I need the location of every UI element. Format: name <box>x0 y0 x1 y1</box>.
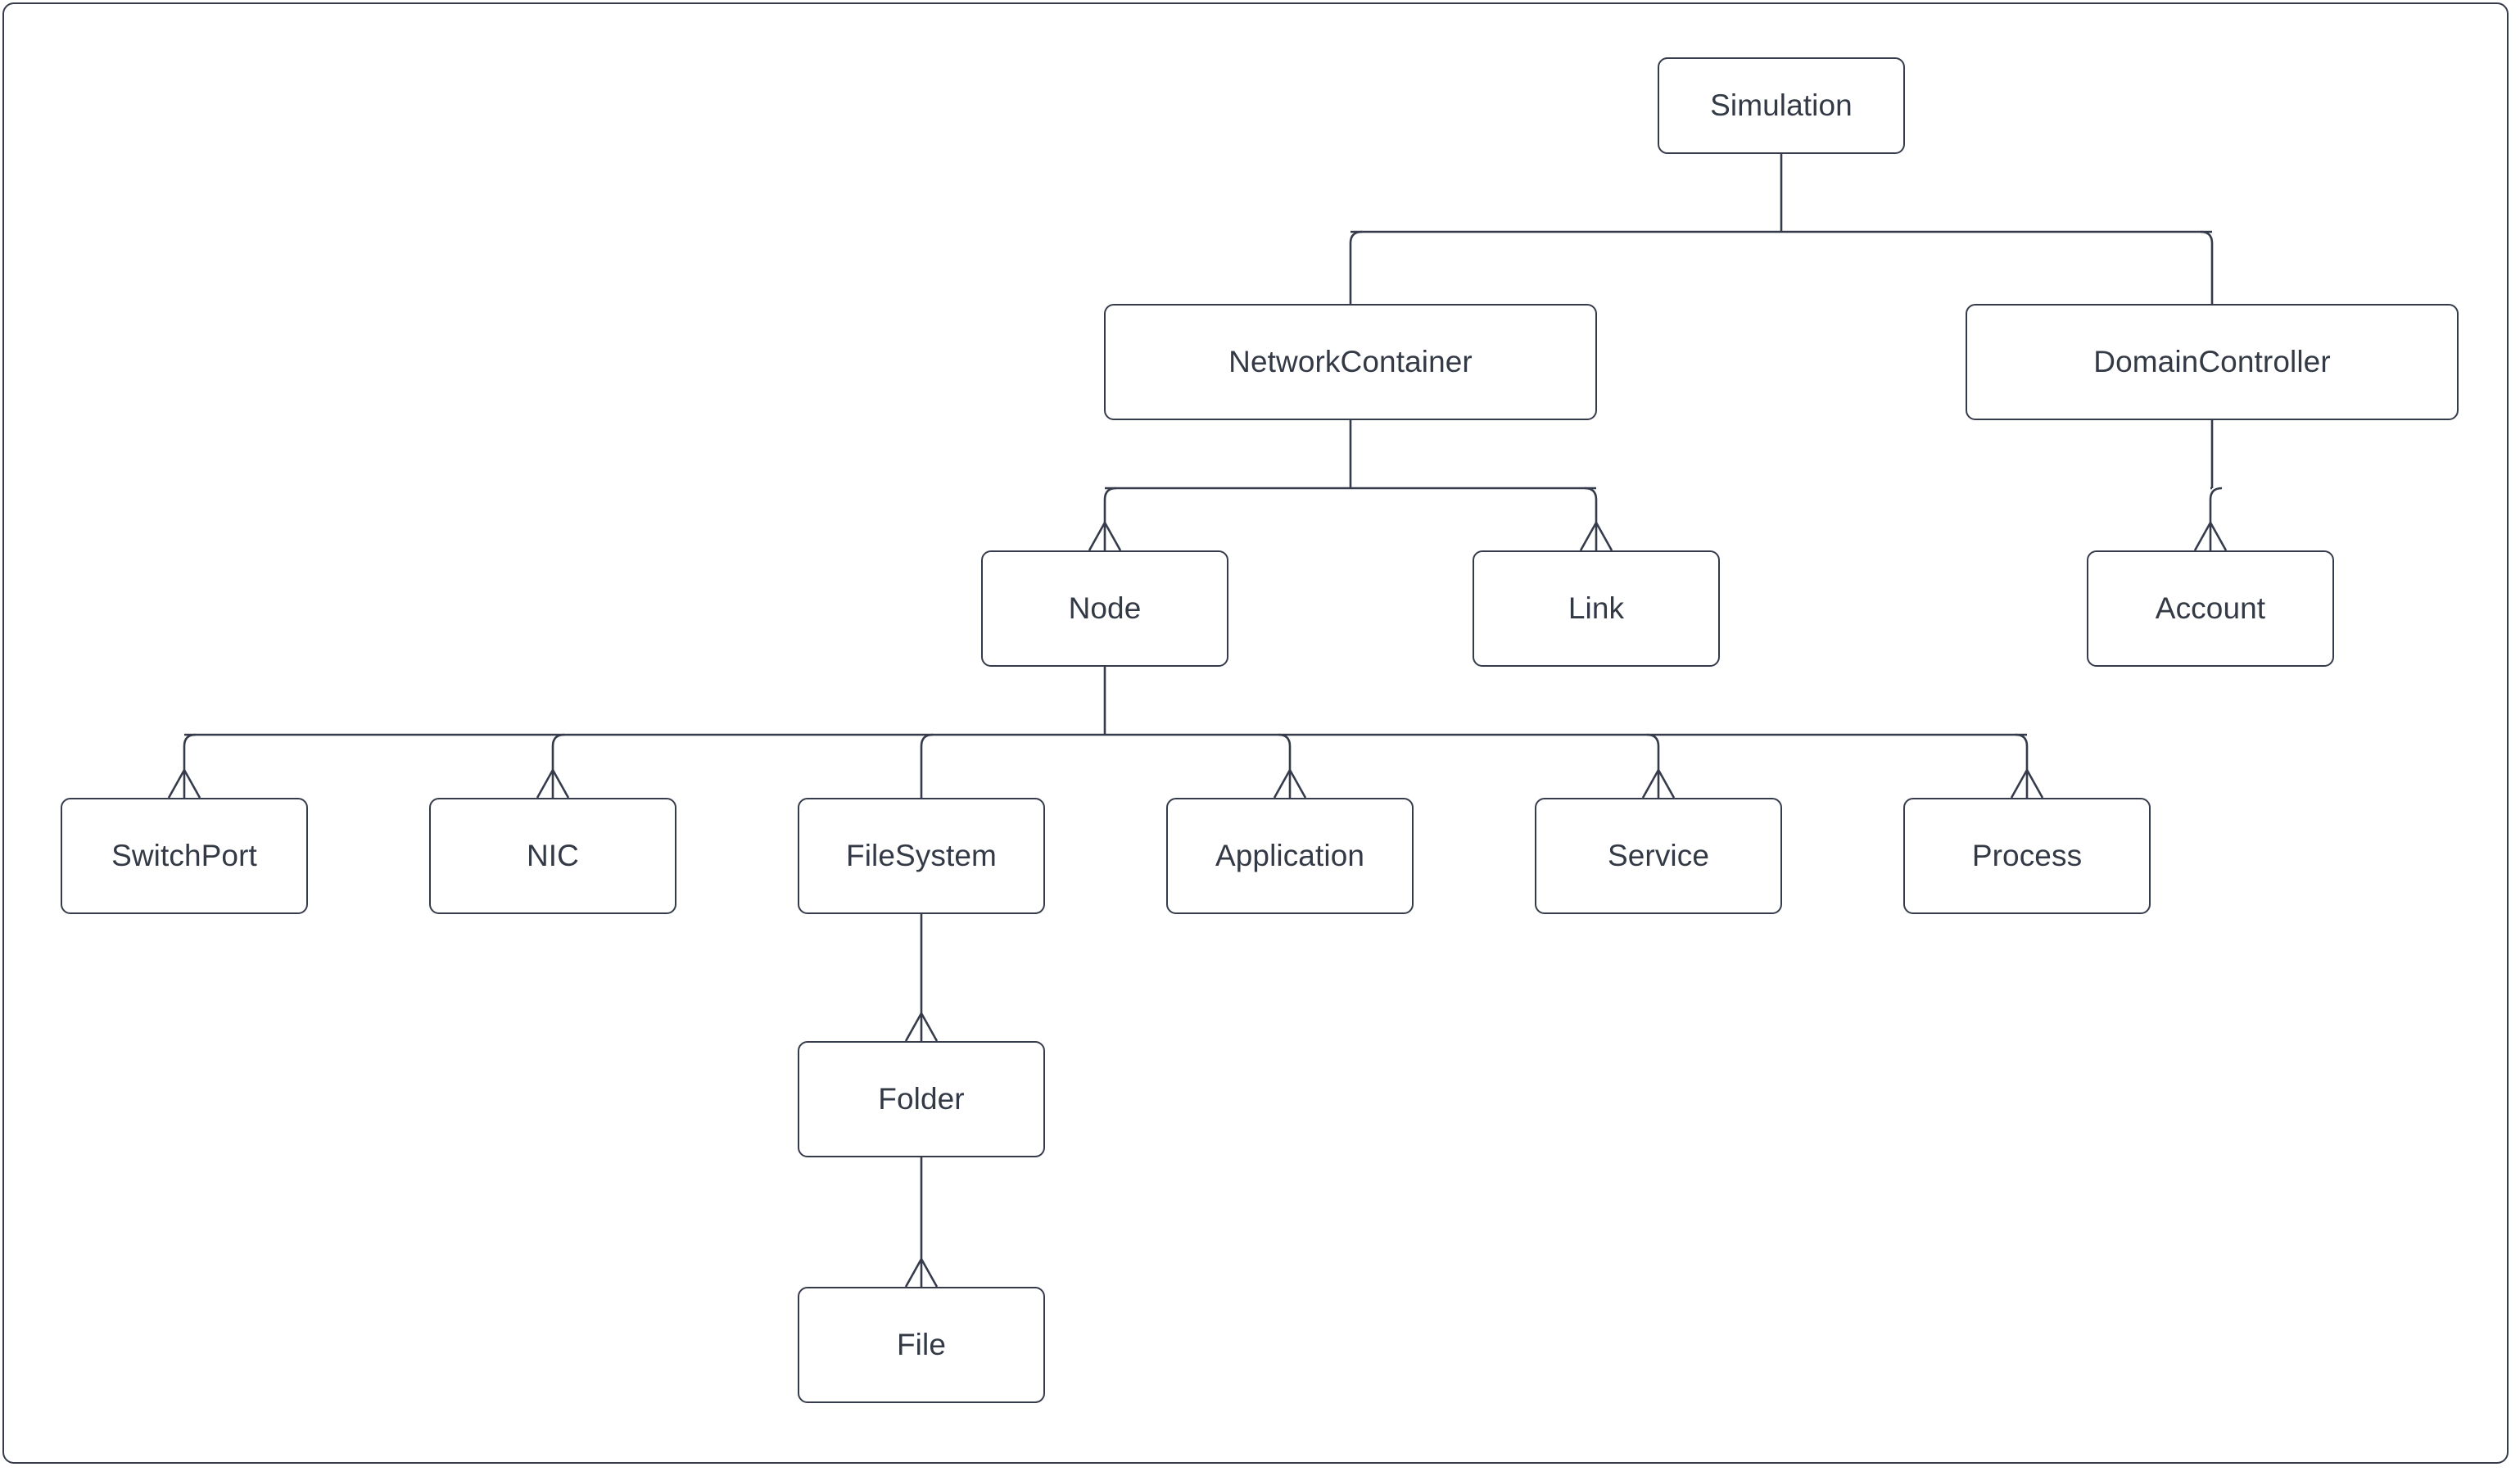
class-box-filesystem[interactable]: FileSystem <box>798 798 1045 914</box>
class-box-simulation[interactable]: Simulation <box>1658 57 1905 154</box>
class-box-switchport[interactable]: SwitchPort <box>61 798 308 914</box>
class-box-service[interactable]: Service <box>1535 798 1782 914</box>
class-box-label: Node <box>1068 591 1142 625</box>
class-box-link[interactable]: Link <box>1473 550 1720 667</box>
class-box-label: Simulation <box>1710 88 1853 122</box>
class-box-label: SwitchPort <box>111 838 257 872</box>
class-box-label: Service <box>1607 838 1710 872</box>
class-box-label: Application <box>1215 838 1365 872</box>
class-box-file[interactable]: File <box>798 1287 1045 1403</box>
class-box-label: Process <box>1971 838 2083 872</box>
class-box-networkcontainer[interactable]: NetworkContainer <box>1104 304 1597 420</box>
class-box-account[interactable]: Account <box>2087 550 2334 667</box>
class-box-application[interactable]: Application <box>1166 798 1414 914</box>
class-box-label: NetworkContainer <box>1228 344 1473 378</box>
class-box-label: Folder <box>878 1081 965 1116</box>
class-box-process[interactable]: Process <box>1903 798 2151 914</box>
class-box-label: NIC <box>526 838 580 872</box>
class-box-node[interactable]: Node <box>981 550 1228 667</box>
class-box-folder[interactable]: Folder <box>798 1041 1045 1157</box>
class-box-label: DomainController <box>2093 344 2331 378</box>
class-box-nic[interactable]: NIC <box>429 798 676 914</box>
class-box-label: Account <box>2155 591 2266 625</box>
class-box-domaincontroller[interactable]: DomainController <box>1966 304 2459 420</box>
class-box-label: File <box>896 1327 947 1361</box>
class-box-label: Link <box>1568 591 1625 625</box>
class-box-label: FileSystem <box>846 838 997 872</box>
